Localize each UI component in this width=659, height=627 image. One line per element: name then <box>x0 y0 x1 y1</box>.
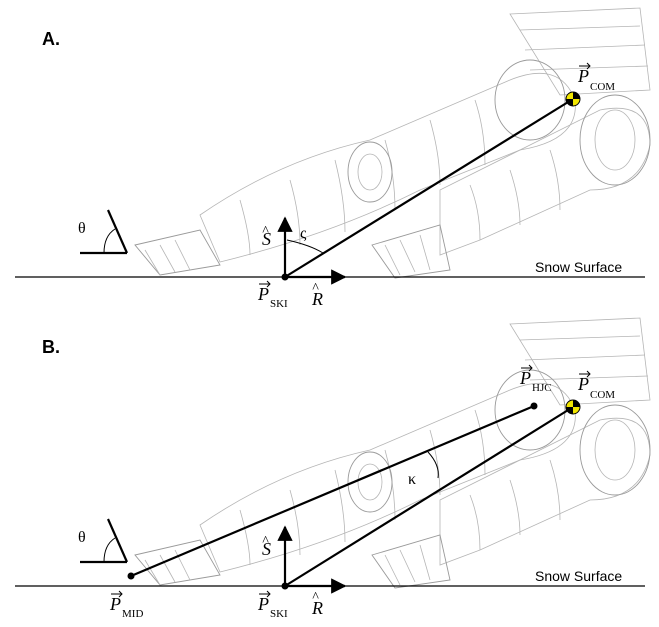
panel-b-ski-to-com-line <box>284 406 574 587</box>
panel-a-angle-arc <box>286 239 324 254</box>
panel-a: A. Snow Surface <box>15 7 651 310</box>
panel-a-r-hat: ^ <box>312 281 319 296</box>
panel-b-surface-label: Snow Surface <box>535 568 622 584</box>
panel-b-ski-subscript: SKI <box>270 608 288 620</box>
panel-a-surface-label: Snow Surface <box>535 259 622 275</box>
panel-b-r-hat: ^ <box>312 590 319 605</box>
panel-a-ski-subscript: SKI <box>270 298 288 310</box>
panel-a-s-label: S <box>262 229 271 249</box>
panel-b-com-subscript: COM <box>590 389 615 401</box>
p-vector-arrows <box>111 62 591 598</box>
panel-a-ski-symbol: P <box>257 284 269 304</box>
panel-b-hjc-subscript: HJC <box>532 382 552 394</box>
panel-b-s-label: S <box>262 539 271 559</box>
panel-a-com-symbol: P <box>577 66 589 86</box>
panel-b-theta-symbol: θ <box>78 529 86 546</box>
panel-a-label: A. <box>42 29 60 49</box>
panel-b-s-hat: ^ <box>262 534 269 549</box>
panel-a-ski-point <box>281 273 289 281</box>
panel-b-theta-angle: θ <box>78 518 129 564</box>
panel-a-r-label: R <box>311 289 323 309</box>
panel-a-leg-wireframe <box>134 7 651 279</box>
panel-b-mid-point <box>127 572 135 580</box>
panel-b-mid-to-hjc-line <box>130 404 535 578</box>
panel-a-theta-symbol: θ <box>78 220 86 237</box>
panel-a-angle-symbol: ς <box>300 225 307 242</box>
panel-b-mid-subscript: MID <box>122 608 143 620</box>
panel-a-theta-angle: θ <box>78 209 129 255</box>
panel-b-mid-symbol: P <box>109 594 121 614</box>
panel-b-ski-point <box>281 582 289 590</box>
panel-b-com-symbol: P <box>577 374 589 394</box>
panel-b-leg-wireframe <box>134 317 651 589</box>
panel-b-r-label: R <box>311 598 323 618</box>
panel-a-com-marker <box>565 91 581 107</box>
panel-b-label: B. <box>42 337 60 357</box>
panel-b-hjc-symbol: P <box>519 368 531 388</box>
panel-a-s-hat: ^ <box>262 224 269 239</box>
panel-a-com-subscript: COM <box>590 81 615 93</box>
panel-b-angle-arc <box>427 451 439 479</box>
panel-a-ski-to-com-line <box>284 98 574 278</box>
panel-b: B. Snow Surface θ S <box>15 317 651 620</box>
panel-b-ski-symbol: P <box>257 594 269 614</box>
panel-b-angle-symbol: κ <box>408 471 416 488</box>
panel-b-hjc-point <box>530 402 538 410</box>
panel-b-com-marker <box>565 399 581 415</box>
